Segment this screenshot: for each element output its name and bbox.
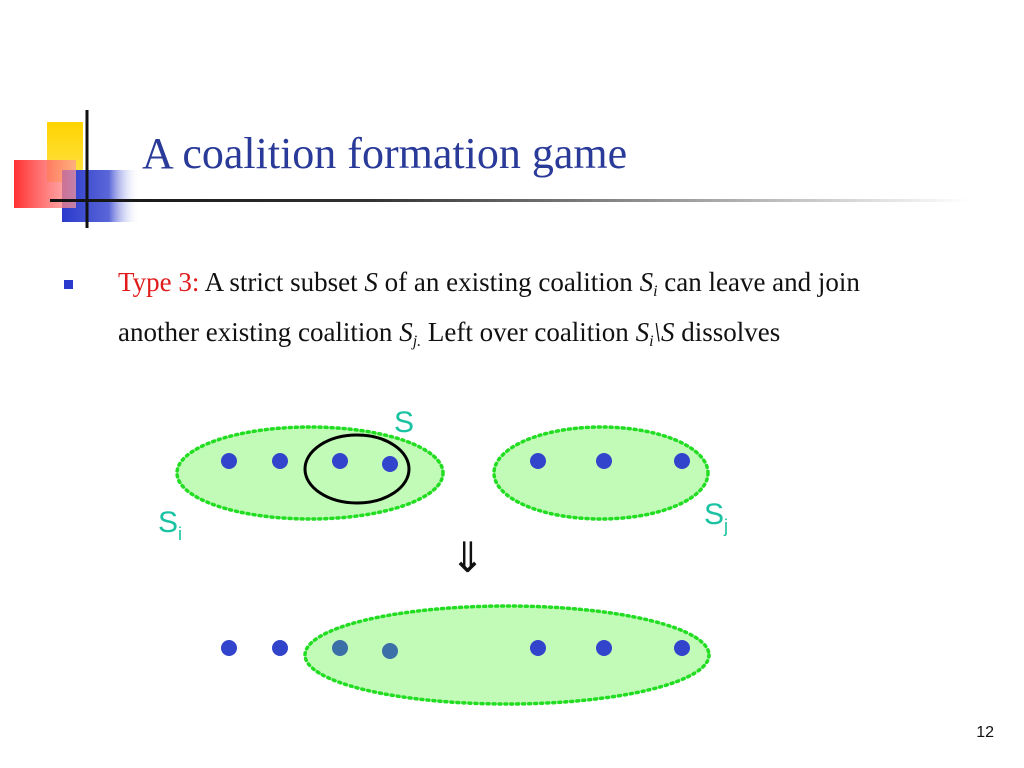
bullet-text: Type 3: A strict subset S of an existing… bbox=[118, 262, 878, 362]
agent-dot bbox=[530, 640, 546, 656]
agent-dot bbox=[674, 640, 690, 656]
title-rule bbox=[50, 199, 970, 202]
type-label: Type 3: bbox=[118, 267, 200, 297]
label-sj-sub: j bbox=[723, 516, 728, 536]
merged-coalition bbox=[303, 604, 711, 706]
slide-title: A coalition formation game bbox=[142, 129, 628, 178]
agent-dot bbox=[596, 640, 612, 656]
agent-dot bbox=[221, 640, 237, 656]
label-sj-base: S bbox=[704, 498, 724, 531]
agent-dot bbox=[674, 453, 690, 469]
var-Si-base: S bbox=[639, 267, 654, 297]
label-sj: Sj bbox=[704, 498, 728, 536]
bullet-text-part: dissolves bbox=[674, 317, 781, 347]
transition-arrow: ⇓ bbox=[450, 533, 485, 582]
agent-dot bbox=[596, 453, 612, 469]
label-s: S bbox=[394, 406, 414, 439]
var-diff-base: S bbox=[635, 317, 650, 347]
agent-dot bbox=[272, 453, 288, 469]
page-number: 12 bbox=[976, 724, 994, 741]
var-Si-sub: i bbox=[653, 283, 658, 300]
var-Sj: Sj. bbox=[399, 317, 422, 350]
bullet-text-part: can leave and join another existing coal… bbox=[118, 267, 860, 347]
var-Sj-base: S bbox=[399, 317, 413, 347]
agent-dot bbox=[221, 453, 237, 469]
coalition-sj bbox=[492, 425, 710, 521]
bullet-marker bbox=[64, 280, 73, 289]
agent-dot bbox=[272, 640, 288, 656]
var-diff-tail: \S bbox=[653, 317, 675, 347]
slide-logo bbox=[14, 110, 140, 228]
bullet-text-part: Left over coalition bbox=[421, 317, 636, 347]
bullet-text-part: of an existing coalition bbox=[377, 267, 640, 297]
agent-dot bbox=[332, 453, 348, 469]
label-si-sub: i bbox=[178, 524, 182, 544]
var-diff-sub: i bbox=[649, 333, 654, 350]
bullet-text-part: A strict subset bbox=[199, 267, 365, 297]
moved-agent-dot bbox=[382, 643, 398, 659]
label-si: Si bbox=[158, 506, 182, 544]
agent-dot bbox=[382, 456, 398, 472]
moved-agent-dot bbox=[332, 640, 348, 656]
coalition-si bbox=[175, 425, 445, 521]
var-Si-minus-S: Si\S bbox=[635, 317, 675, 350]
label-si-base: S bbox=[158, 506, 178, 539]
var-S: S bbox=[364, 267, 378, 297]
var-Si: Si bbox=[639, 267, 658, 300]
agent-dot bbox=[530, 453, 546, 469]
subset-s-outline bbox=[303, 433, 411, 505]
var-Sj-sub: j. bbox=[412, 333, 422, 350]
